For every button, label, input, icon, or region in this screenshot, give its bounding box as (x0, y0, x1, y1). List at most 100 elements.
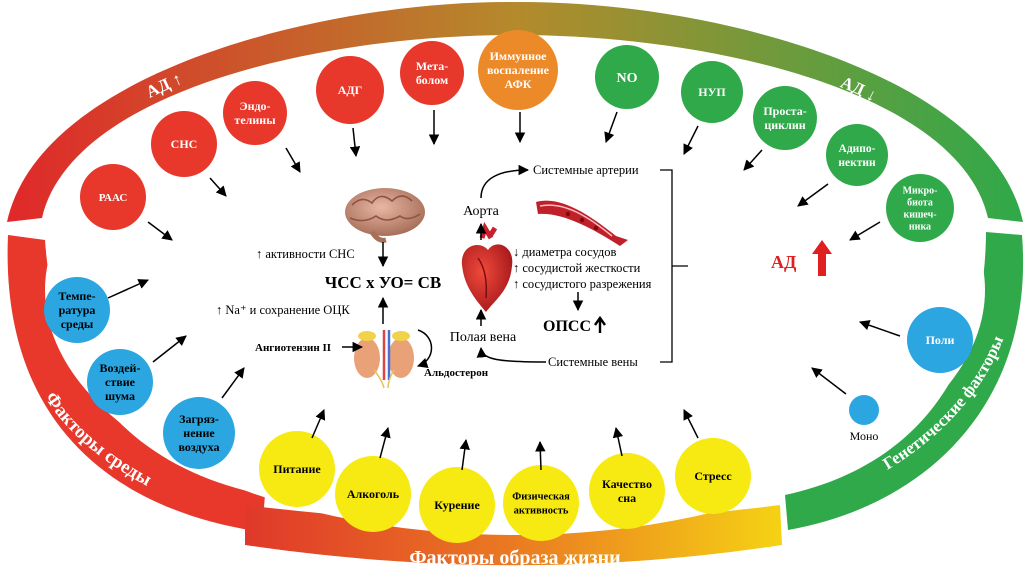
factor-nutrition: Питание (259, 431, 335, 507)
arrow-smoking (459, 438, 470, 471)
vessel-rarefaction-label: ↑ сосудистого разрежения (513, 277, 652, 291)
factor-label-stress: Стресс (694, 469, 732, 483)
factor-label-poly: Поли (926, 333, 955, 347)
arrow-raas (147, 221, 173, 241)
opss-increase-icon (594, 315, 606, 333)
factor-circle-endothelins (223, 81, 287, 145)
factor-label-alcohol: Алкоголь (347, 487, 400, 501)
arrow-no (604, 111, 618, 143)
factor-label-noise: шума (105, 389, 135, 403)
factor-circle-adg (316, 56, 384, 124)
factor-label-temperature: среды (61, 317, 94, 331)
arrow-sleep (612, 426, 624, 457)
factor-label-metabolome: болом (416, 73, 448, 87)
factor-circle-raas (80, 164, 146, 230)
factor-metabolome: Мета-болом (400, 41, 464, 105)
factor-label-mono: Моно (850, 429, 879, 443)
factor-label-raas: РААС (99, 192, 128, 204)
factor-stress: Стресс (675, 438, 751, 514)
factor-circle-smoking (419, 467, 495, 543)
factor-label-immune: воспаление (487, 63, 550, 77)
factor-label-nutrition: Питание (273, 462, 321, 476)
opss-label: ОПСС (543, 318, 591, 335)
factor-activity: Физическая активность (503, 465, 579, 541)
factor-label-activity: Физическая (512, 492, 570, 503)
arrow-air (221, 367, 245, 399)
systemic-veins-label: Системные вены (548, 355, 638, 369)
factor-alcohol: Алкоголь (335, 456, 411, 532)
arrow-adiponectin (797, 183, 829, 207)
bp-increase-icon (812, 240, 832, 276)
factor-label-temperature: ратура (59, 303, 96, 317)
factor-label-air: воздуха (179, 440, 220, 454)
factor-label-microbiota: ника (909, 222, 931, 233)
arrow-sns (209, 177, 227, 197)
vessel-bracket (660, 169, 688, 363)
vessel-diameter-label: ↓ диаметра сосудов (513, 245, 617, 259)
factor-circle-sns (151, 111, 217, 177)
factor-label-noise: Воздей- (100, 361, 141, 375)
angiotensin-label: Ангиотензин II (255, 342, 331, 354)
arrow-mono (811, 367, 847, 395)
central-mechanism: ↑ активности СНС ЧСС х УО= СВ ↑ Na⁺ и со… (216, 163, 832, 389)
right-band-genetic (785, 232, 1024, 530)
sodium-retention-label: ↑ Na⁺ и сохранение ОЦК (216, 303, 350, 317)
factor-label-microbiota: кишеч- (903, 210, 936, 221)
factor-label-activity: активность (514, 506, 569, 517)
factor-circle-prostacyclin (753, 86, 817, 150)
factor-label-microbiota: Микро- (903, 186, 938, 197)
factor-label-temperature: Темпе- (58, 289, 95, 303)
factor-circle-alcohol (335, 456, 411, 532)
arrow-endothelins (285, 147, 301, 173)
factor-label-air: нение (183, 426, 215, 440)
factor-circle-no (595, 45, 659, 109)
factor-circle-temperature (44, 277, 110, 343)
cardiac-output-formula: ЧСС х УО= СВ (325, 273, 441, 292)
sns-activity-label: ↑ активности СНС (256, 247, 355, 261)
arrow-nup (683, 125, 699, 155)
factor-label-noise: ствие (105, 375, 136, 389)
factor-label-immune: Иммунное (490, 49, 548, 63)
factor-adg: АДГ (316, 56, 384, 124)
factor-circle-noise (87, 349, 153, 415)
arrow-adg (349, 127, 361, 158)
arrow-prostacyclin (743, 149, 763, 171)
factor-circle-activity (503, 465, 579, 541)
factor-label-sns: СНС (171, 137, 198, 151)
factor-circle-immune (478, 30, 558, 110)
arrow-activity (535, 440, 546, 471)
factor-poly: Поли (907, 307, 973, 373)
factor-label-adiponectin: Адипо- (839, 143, 876, 155)
bp-result-label: АД (771, 252, 797, 272)
factor-label-sleep: Качество (602, 477, 652, 491)
factor-label-prostacyclin: циклин (764, 118, 805, 132)
factor-nup: НУП (681, 61, 743, 123)
arrow-nutrition (311, 409, 326, 439)
factor-no: NO (595, 45, 659, 109)
brain-icon (345, 188, 425, 243)
factor-adiponectin: Адипо-нектин (826, 124, 888, 186)
vena-cava-label: Полая вена (450, 330, 517, 345)
left-band-environment (7, 235, 265, 532)
factor-circle-nup (681, 61, 743, 123)
factor-prostacyclin: Проста-циклин (753, 86, 817, 150)
factor-sns: СНС (151, 111, 217, 177)
systemic-arteries-label: Системные артерии (533, 163, 639, 177)
band-title-lifestyle: Факторы образа жизни (409, 547, 620, 569)
aldosterone-label: Альдостерон (424, 367, 489, 379)
arrow-microbiota (849, 221, 881, 241)
aorta-label: Аорта (463, 204, 500, 219)
factor-circle-poly (907, 307, 973, 373)
factor-circle-air (163, 397, 235, 469)
factor-circle-microbiota (886, 174, 954, 242)
factor-label-endothelins: Эндо- (239, 99, 270, 113)
arrow-temperature (107, 279, 149, 299)
factor-label-air: Загряз- (179, 412, 219, 426)
factor-label-endothelins: телины (234, 113, 276, 127)
